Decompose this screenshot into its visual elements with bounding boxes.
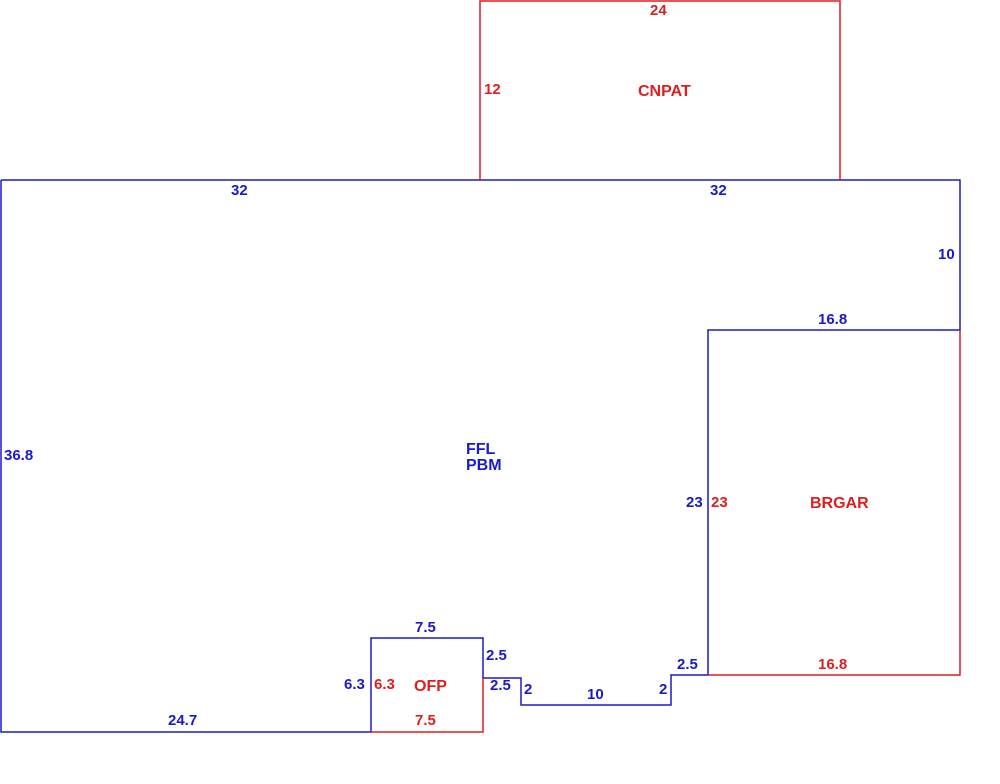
- dim-main-top-right: 32: [710, 182, 727, 199]
- dim-porch-bottom: 7.5: [415, 712, 436, 729]
- main-area-label-2: PBM: [466, 457, 502, 474]
- main-area-label-1: FFL: [466, 441, 496, 458]
- dim-main-top-left: 32: [231, 182, 248, 199]
- dim-garage-bottom: 16.8: [818, 656, 847, 673]
- dim-garage-top: 16.8: [818, 311, 847, 328]
- dim-garage-left-inner: 23: [711, 494, 728, 511]
- main-area-outline: [0, 179, 961, 733]
- dim-notch-bottom: 10: [587, 686, 604, 703]
- dim-porch-top: 7.5: [415, 619, 436, 636]
- dim-porch-right-upper: 2.5: [486, 647, 507, 664]
- dim-main-right-upper: 10: [938, 246, 955, 263]
- dim-patio-left: 12: [484, 81, 501, 98]
- dim-porch-left-inner: 6.3: [374, 676, 395, 693]
- dim-patio-top: 24: [650, 2, 667, 19]
- porch-label: OFP: [414, 678, 447, 695]
- patio-label: CNPAT: [638, 83, 691, 100]
- dim-porch-right-lower: 2.5: [490, 677, 511, 694]
- dim-notch-right: 2: [659, 681, 667, 698]
- dim-main-left: 36.8: [4, 447, 33, 464]
- dim-main-bottom: 24.7: [168, 712, 197, 729]
- dim-porch-left-outer: 6.3: [344, 676, 365, 693]
- dim-garage-left-outer: 23: [686, 494, 703, 511]
- garage-label: BRGAR: [810, 495, 869, 512]
- dim-notch-left: 2: [524, 681, 532, 698]
- dim-step-right-vertical: 2.5: [677, 656, 698, 673]
- porch-outline: [371, 678, 484, 733]
- garage-outline: [708, 330, 961, 676]
- patio-outline: [479, 0, 841, 180]
